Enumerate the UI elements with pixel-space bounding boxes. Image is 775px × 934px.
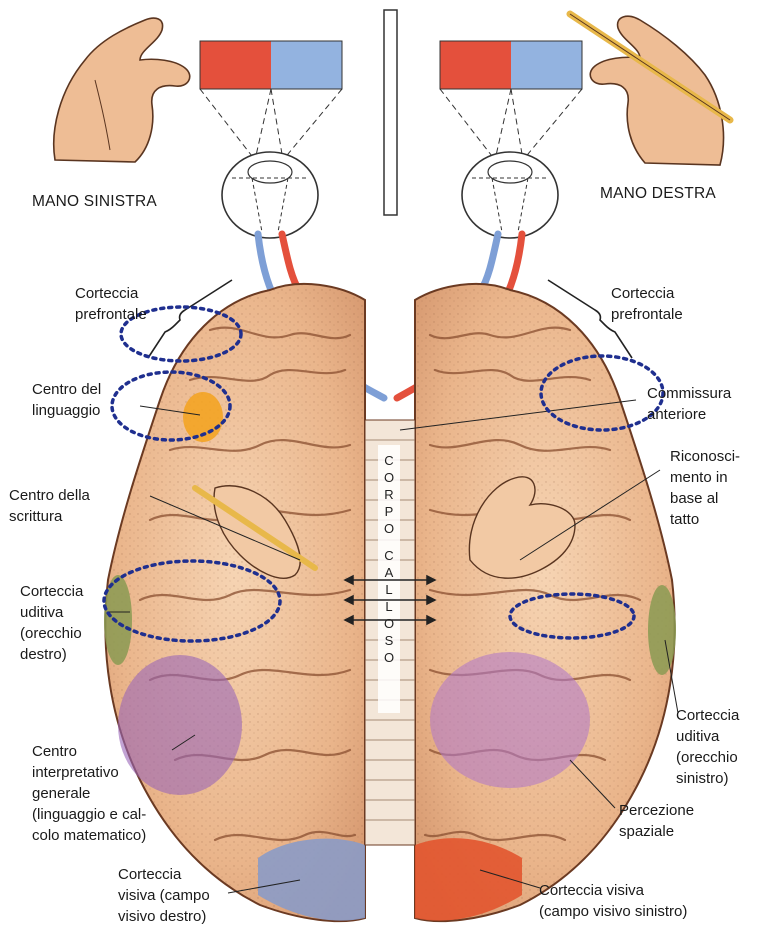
right-visual-cortex-area [415,838,522,921]
touching-hand-on-brain-icon [468,476,576,579]
highlight-language-center [110,370,232,442]
right-hand-writing-icon [566,10,734,166]
right-prefrontal-brace [547,279,633,359]
right-auditory-area [648,585,676,675]
left-eye-icon [221,151,319,239]
right-visual-field [439,40,583,90]
right-hand-title: MANO DESTRA [600,185,716,202]
midline-divider [383,9,398,216]
highlight-left-prefrontal [119,305,243,363]
left-visual-field [199,40,343,90]
leader-lines [108,399,679,894]
left-prefrontal-brace [147,279,233,359]
label-right-visual: Corteccia visiva(campo visivo sinistro) [539,882,688,920]
projection-lines [199,88,583,161]
writing-hand-on-brain-icon [192,485,318,579]
left-visual-cortex-area [258,838,365,921]
left-hand-icon [52,17,191,163]
spatial-perception-area [430,652,590,788]
highlight-commissure [539,354,665,432]
left-auditory-area [104,575,132,665]
dotted-highlights [102,305,665,643]
highlight-right-auditory [508,592,636,640]
commissure-arrows [343,574,437,626]
right-eye-icon [461,151,559,239]
highlight-left-auditory [102,559,282,643]
corpus-callosum [364,419,416,846]
left-hand-title: MANO SINISTRA [32,193,157,210]
interpretive-center-area [118,655,242,795]
